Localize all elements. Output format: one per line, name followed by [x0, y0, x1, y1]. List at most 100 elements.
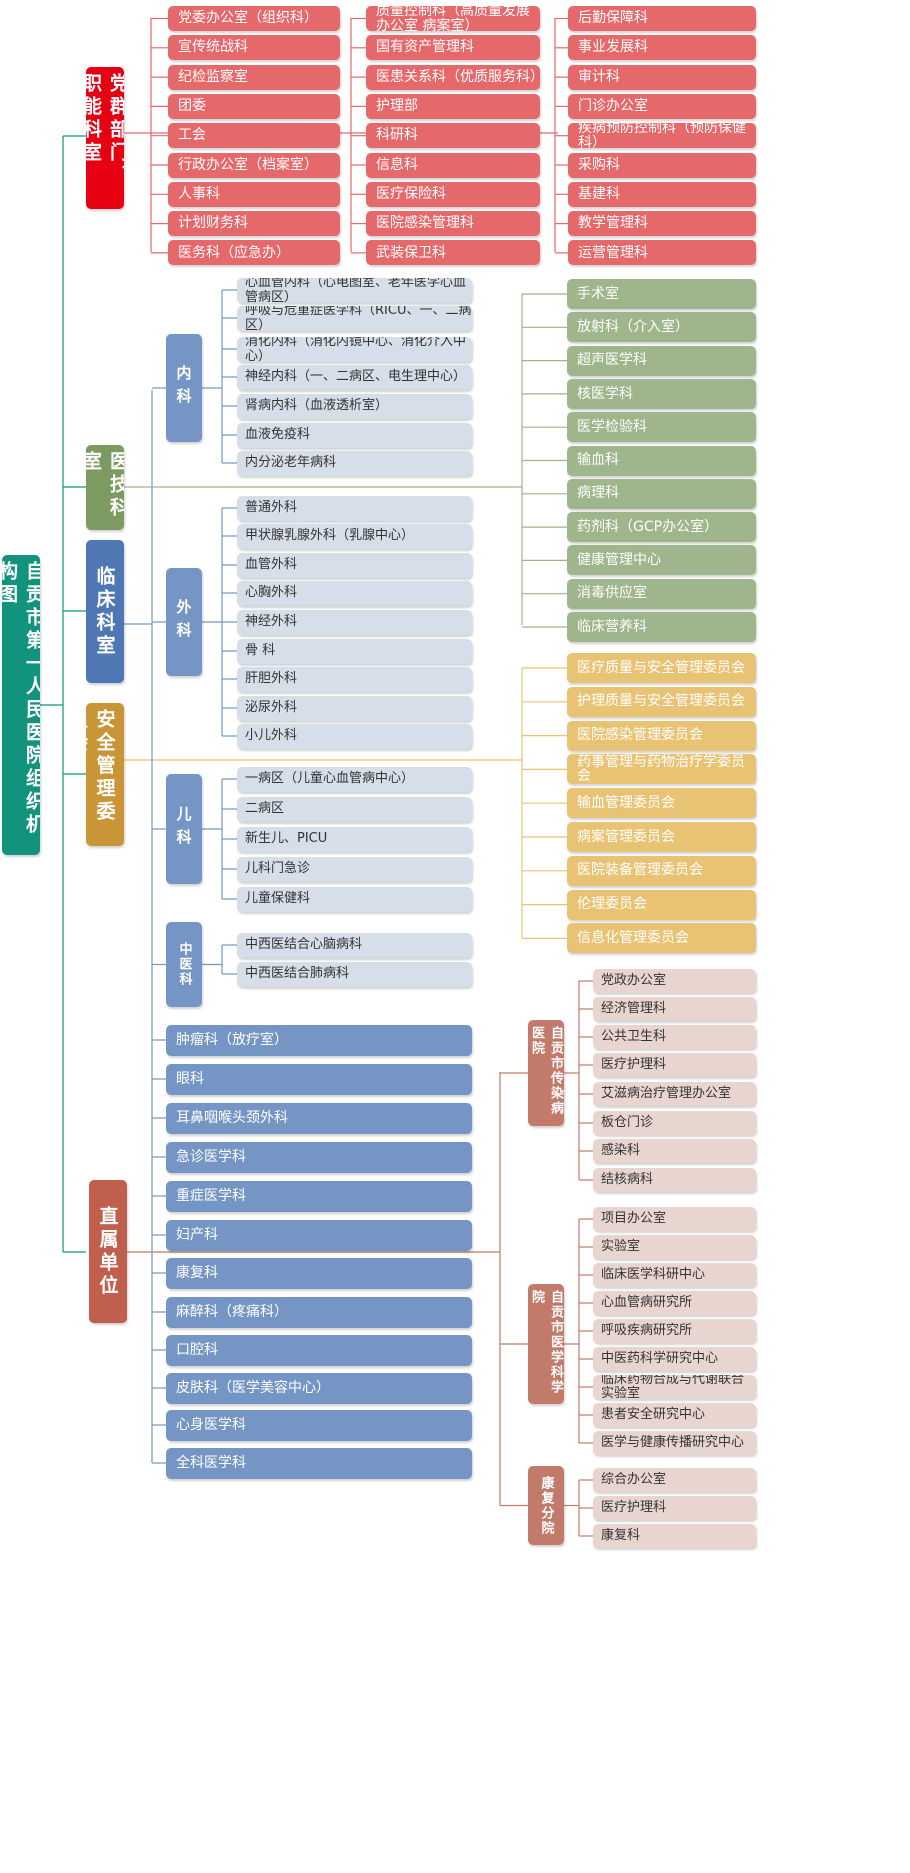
- clinical-item: 小儿外科: [237, 724, 472, 749]
- direct-item: 临床医学科研中心: [593, 1263, 756, 1287]
- direct-unit: 康复分院: [528, 1466, 564, 1545]
- quality-item: 信息化管理委员会: [567, 923, 756, 954]
- party-item: 审计科: [568, 64, 756, 90]
- clinical-item: 二病区: [237, 797, 472, 822]
- clinical-item: 心血管内科（心电图室、老年医学心血管病区）: [237, 278, 472, 303]
- clinical-item: 血管外科: [237, 553, 472, 578]
- root-title: 自贡市第一人民医院组织机构图: [2, 555, 40, 855]
- direct-item: 板仓门诊: [593, 1111, 756, 1135]
- clinical-item: 肝胆外科: [237, 667, 472, 692]
- clinical-item: 肾病内科（血液透析室）: [237, 394, 472, 419]
- yixi-item: 核医学科: [567, 378, 756, 409]
- party-item: 武装保卫科: [366, 240, 540, 266]
- quality-item: 输血管理委员会: [567, 788, 756, 819]
- yixi-item: 病理科: [567, 478, 756, 509]
- dept-direct: 直属单位: [89, 1180, 127, 1323]
- direct-item: 患者安全研究中心: [593, 1403, 756, 1427]
- party-item: 医患关系科（优质服务科）: [366, 64, 540, 90]
- clinical-dept: 康复科: [166, 1258, 472, 1289]
- direct-item: 心血管病研究所: [593, 1291, 756, 1315]
- party-item: 宣传统战科: [168, 35, 340, 61]
- party-item: 质量控制科（高质量发展办公室 病案室）: [366, 6, 540, 31]
- clinical-group: 中医科: [166, 922, 202, 1007]
- direct-item: 公共卫生科: [593, 1025, 756, 1049]
- dept-quality: 医院质量与安全管理委员会: [86, 703, 124, 846]
- clinical-dept: 肿瘤科（放疗室）: [166, 1025, 472, 1056]
- party-item: 医疗保险科: [366, 181, 540, 207]
- quality-item: 病案管理委员会: [567, 822, 756, 852]
- party-item: 运营管理科: [568, 240, 756, 266]
- party-item: 后勤保障科: [568, 6, 756, 31]
- clinical-item: 甲状腺乳腺外科（乳腺中心）: [237, 524, 472, 549]
- clinical-item: 内分泌老年病科: [237, 451, 472, 476]
- dept-clinical: 临床科室: [86, 540, 124, 683]
- clinical-dept: 急诊医学科: [166, 1142, 472, 1173]
- yixi-item: 输血科: [567, 445, 756, 476]
- clinical-dept: 眼科: [166, 1064, 472, 1095]
- quality-item: 伦理委员会: [567, 889, 756, 920]
- clinical-group: 儿科: [166, 774, 202, 884]
- party-item: 人事科: [168, 181, 340, 207]
- yixi-item: 超声医学科: [567, 345, 756, 376]
- yixi-item: 消毒供应室: [567, 578, 756, 609]
- quality-item: 护理质量与安全管理委员会: [567, 686, 756, 717]
- direct-item: 艾滋病治疗管理办公室: [593, 1082, 756, 1106]
- direct-unit: 自贡市医学科学院: [528, 1284, 564, 1404]
- yixi-item: 健康管理中心: [567, 545, 756, 576]
- party-item: 疾病预防控制科（预防保健科）: [568, 123, 756, 149]
- quality-item: 医院装备管理委员会: [567, 855, 756, 886]
- direct-item: 感染科: [593, 1139, 756, 1163]
- party-item: 计划财务科: [168, 211, 340, 237]
- yixi-item: 手术室: [567, 279, 756, 309]
- clinical-dept: 皮肤科（医学美容中心）: [166, 1373, 472, 1404]
- party-item: 门诊办公室: [568, 93, 756, 119]
- direct-item: 医疗护理科: [593, 1496, 756, 1520]
- clinical-item: 神经内科（一、二病区、电生理中心）: [237, 365, 472, 390]
- party-item: 国有资产管理科: [366, 35, 540, 61]
- party-item: 信息科: [366, 152, 540, 178]
- clinical-dept: 全科医学科: [166, 1448, 472, 1479]
- direct-item: 项目办公室: [593, 1207, 756, 1231]
- direct-item: 结核病科: [593, 1168, 756, 1192]
- clinical-group: 内科: [166, 334, 202, 442]
- direct-item: 医疗护理科: [593, 1053, 756, 1077]
- yixi-item: 医学检验科: [567, 412, 756, 443]
- clinical-item: 呼吸与危重症医学科（RICU、一、二病区）: [237, 306, 472, 331]
- direct-item: 实验室: [593, 1235, 756, 1259]
- clinical-item: 血液免疫科: [237, 423, 472, 448]
- clinical-dept: 口腔科: [166, 1335, 472, 1366]
- party-item: 教学管理科: [568, 211, 756, 237]
- clinical-item: 儿童保健科: [237, 887, 472, 912]
- yixi-item: 临床营养科: [567, 612, 756, 642]
- party-item: 采购科: [568, 152, 756, 178]
- direct-item: 呼吸疾病研究所: [593, 1319, 756, 1343]
- clinical-group: 外科: [166, 568, 202, 676]
- party-item: 行政办公室（档案室）: [168, 152, 340, 178]
- quality-item: 药事管理与药物治疗学委员会: [567, 754, 756, 785]
- direct-item: 党政办公室: [593, 969, 756, 993]
- yixi-item: 药剂科（GCP办公室）: [567, 512, 756, 543]
- clinical-item: 神经外科: [237, 610, 472, 635]
- party-item: 医务科（应急办）: [168, 240, 340, 266]
- party-item: 基建科: [568, 181, 756, 207]
- clinical-item: 泌尿外科: [237, 696, 472, 721]
- party-item: 科研科: [366, 123, 540, 149]
- party-item: 事业发展科: [568, 35, 756, 61]
- direct-item: 经济管理科: [593, 997, 756, 1021]
- party-item: 团委: [168, 93, 340, 119]
- clinical-item: 一病区（儿童心血管病中心）: [237, 767, 472, 792]
- clinical-item: 骨 科: [237, 639, 472, 664]
- direct-unit: 自贡市传染病医院: [528, 1020, 564, 1126]
- party-item: 医院感染管理科: [366, 211, 540, 237]
- clinical-item: 中西医结合心脑病科: [237, 933, 472, 958]
- clinical-item: 儿科门急诊: [237, 857, 472, 882]
- clinical-item: 普通外科: [237, 496, 472, 521]
- clinical-item: 消化内科（消化内镜中心、消化介入中心）: [237, 337, 472, 362]
- party-item: 纪检监察室: [168, 64, 340, 90]
- dept-yixi: 医技科室: [86, 445, 124, 530]
- direct-item: 临床药物合成与代谢联合实验室: [593, 1375, 756, 1399]
- clinical-dept: 耳鼻咽喉头颈外科: [166, 1103, 472, 1134]
- party-item: 护理部: [366, 93, 540, 119]
- direct-item: 康复科: [593, 1524, 756, 1548]
